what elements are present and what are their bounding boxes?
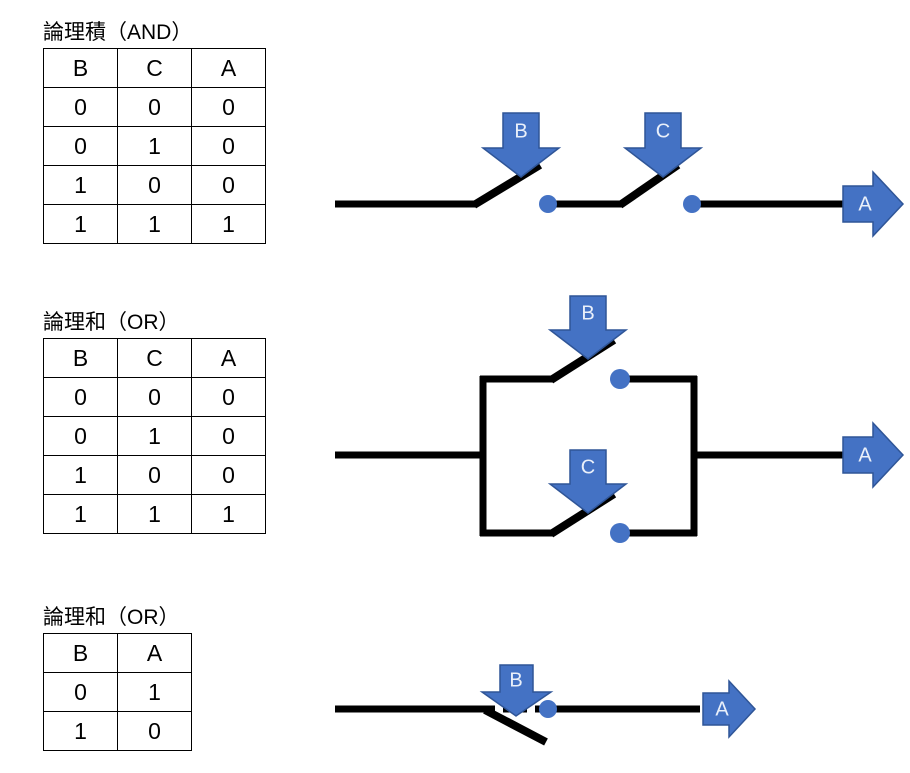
table-cell: 0 (43, 126, 118, 166)
table-cell: 0 (191, 377, 266, 417)
table-row: 1 1 1 (43, 494, 266, 534)
table-cell: 1 (117, 494, 192, 534)
table-header-cell: A (117, 633, 192, 673)
table-cell: 1 (117, 416, 192, 456)
table-cell: 1 (43, 165, 118, 205)
table-header-cell: B (43, 633, 118, 673)
table-header-cell: A (191, 48, 266, 88)
input-arrow-label-c: C (581, 456, 595, 478)
truth-table-title-not: 論理和（OR） (43, 606, 180, 629)
right-arrow-icon (702, 679, 757, 739)
table-row: 1 0 (43, 711, 192, 751)
input-arrow-label-c: C (656, 120, 670, 142)
table-cell: 0 (43, 672, 118, 712)
table-row: 1 0 0 (43, 165, 266, 205)
table-row: 0 0 0 (43, 87, 266, 127)
truth-table-block-or: 論理和（OR） B C A 0 0 0 0 1 0 (43, 310, 266, 534)
table-cell: 0 (43, 377, 118, 417)
circuit-parallel-or: B C A (335, 295, 905, 543)
circuit-normally-closed-not: B A (335, 664, 757, 746)
right-arrow-icon (842, 421, 905, 489)
table-cell: 0 (117, 455, 192, 495)
table-row: 0 0 0 (43, 377, 266, 417)
right-arrow-icon (842, 170, 905, 238)
input-arrow-b-or[interactable]: B (547, 295, 629, 360)
down-arrow-icon (622, 112, 704, 178)
input-arrow-c-and[interactable]: C (622, 112, 704, 178)
input-arrow-c-or[interactable]: C (547, 449, 629, 514)
table-cell: 1 (43, 711, 118, 751)
output-arrow-a-not[interactable]: A (702, 679, 757, 739)
table-cell: 1 (117, 126, 192, 166)
table-row: 0 1 0 (43, 126, 266, 166)
table-cell: 0 (191, 87, 266, 127)
table-header-cell: B (43, 48, 118, 88)
table-header-row: B C A (43, 338, 266, 378)
truth-table-and: B C A 0 0 0 0 1 0 1 0 0 (43, 48, 266, 244)
down-arrow-icon (547, 449, 629, 514)
down-arrow-icon (480, 112, 562, 178)
output-arrow-a-or[interactable]: A (842, 421, 905, 489)
switch-blade-b-not[interactable] (483, 706, 548, 746)
truth-table-not: B A 0 1 1 0 (43, 633, 192, 751)
output-arrow-label-a: A (858, 193, 872, 215)
output-arrow-a-and[interactable]: A (842, 170, 905, 238)
table-cell: 0 (191, 165, 266, 205)
down-arrow-icon (479, 664, 554, 717)
table-cell: 1 (117, 204, 192, 244)
table-row: 0 1 0 (43, 416, 266, 456)
truth-table-title-and: 論理積（AND） (43, 21, 193, 44)
table-cell: 0 (117, 711, 192, 751)
table-header-cell: C (117, 338, 192, 378)
table-header-cell: C (117, 48, 192, 88)
table-cell: 0 (117, 165, 192, 205)
input-arrow-label-b: B (581, 302, 594, 324)
terminal-dot-c-and (683, 195, 701, 213)
table-cell: 0 (191, 126, 266, 166)
table-header-row: B A (43, 633, 192, 673)
table-row: 1 0 0 (43, 455, 266, 495)
table-header-row: B C A (43, 48, 266, 88)
table-row: 1 1 1 (43, 204, 266, 244)
truth-table-block-and: 論理積（AND） B C A 0 0 0 0 1 0 (43, 20, 266, 244)
table-header-cell: A (191, 338, 266, 378)
terminal-dot-b-not (539, 700, 557, 718)
table-cell: 0 (191, 416, 266, 456)
table-cell: 1 (191, 494, 266, 534)
table-cell: 1 (43, 204, 118, 244)
down-arrow-icon (547, 295, 629, 360)
input-arrow-b-not[interactable]: B (479, 664, 554, 717)
table-header-cell: B (43, 338, 118, 378)
input-arrow-b-and[interactable]: B (480, 112, 562, 178)
terminal-dot-b-and (539, 195, 557, 213)
truth-table-or: B C A 0 0 0 0 1 0 1 0 0 (43, 338, 266, 534)
input-arrow-label-b: B (509, 669, 522, 691)
table-cell: 0 (117, 377, 192, 417)
terminal-dot-b-or (610, 369, 630, 389)
table-cell: 0 (191, 455, 266, 495)
table-cell: 0 (43, 416, 118, 456)
terminal-dot-c-or (610, 523, 630, 543)
table-cell: 1 (43, 455, 118, 495)
switch-blade-b-and[interactable] (471, 161, 543, 209)
table-cell: 0 (43, 87, 118, 127)
table-cell: 0 (117, 87, 192, 127)
table-cell: 1 (117, 672, 192, 712)
table-cell: 1 (43, 494, 118, 534)
truth-table-block-not: 論理和（OR） B A 0 1 1 0 (43, 605, 192, 751)
table-row: 0 1 (43, 672, 192, 712)
truth-table-title-or: 論理和（OR） (43, 311, 180, 334)
output-arrow-label-a: A (858, 444, 872, 466)
table-cell: 1 (191, 204, 266, 244)
circuit-series-and: B C A (335, 112, 905, 238)
output-arrow-label-a: A (715, 698, 729, 720)
input-arrow-label-b: B (514, 120, 527, 142)
